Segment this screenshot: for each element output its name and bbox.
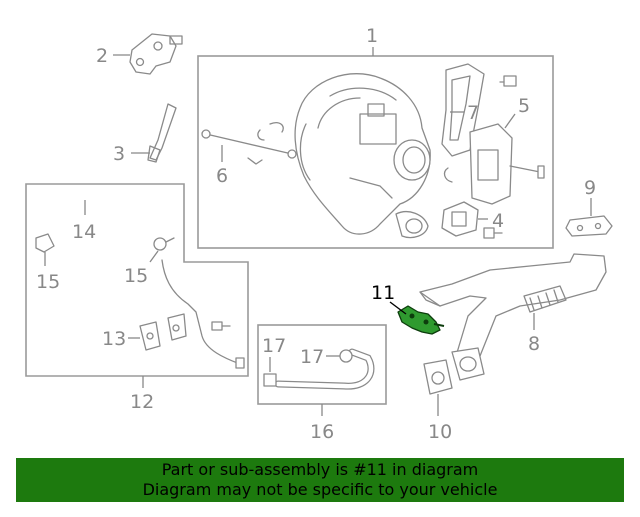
part-15-clamp-right[interactable] [153, 237, 175, 251]
part-3-strap[interactable] [147, 103, 177, 163]
part-15-clamp-left[interactable] [35, 233, 55, 253]
callout-3[interactable]: 3 [113, 143, 125, 165]
callout-4[interactable]: 4 [492, 210, 504, 232]
part-8-exhaust-pipe[interactable] [419, 253, 607, 381]
part-4-mount[interactable] [441, 201, 479, 237]
callout-10[interactable]: 10 [428, 421, 452, 443]
part-11-highlighted[interactable] [397, 305, 445, 335]
callout-5[interactable]: 5 [518, 95, 530, 117]
leader-11 [389, 301, 407, 315]
part-14-hose[interactable] [36, 193, 161, 231]
callout-15-right[interactable]: 15 [124, 265, 148, 287]
callout-6[interactable]: 6 [216, 165, 228, 187]
callout-9[interactable]: 9 [584, 177, 596, 199]
callout-12[interactable]: 12 [130, 391, 154, 413]
part-6-actuator-rod[interactable] [201, 122, 297, 165]
part-2-bracket[interactable] [129, 33, 183, 75]
part-16-hose[interactable] [274, 348, 375, 390]
group-box-1 [197, 55, 554, 249]
part-10-flange[interactable] [423, 359, 453, 395]
part-17-clamp-left[interactable] [263, 373, 277, 387]
part-9-bracket[interactable] [565, 215, 613, 237]
bolt-4[interactable] [483, 227, 503, 239]
callout-15-left[interactable]: 15 [36, 271, 60, 293]
callout-17-left[interactable]: 17 [262, 335, 286, 357]
callout-11[interactable]: 11 [371, 282, 395, 304]
part-5-actuator[interactable] [443, 123, 545, 205]
callout-1[interactable]: 1 [366, 25, 378, 47]
banner-line-2: Diagram may not be specific to your vehi… [142, 480, 498, 499]
callout-2[interactable]: 2 [96, 45, 108, 67]
part-17-clamp-right[interactable] [339, 349, 353, 363]
bolt-7[interactable] [499, 75, 517, 87]
group-box-12 [25, 183, 249, 377]
callout-16[interactable]: 16 [310, 421, 334, 443]
banner-line-1: Part or sub-assembly is #11 in diagram [161, 460, 479, 479]
callout-8[interactable]: 8 [528, 333, 540, 355]
callout-17-right[interactable]: 17 [300, 346, 324, 368]
callout-14[interactable]: 14 [72, 221, 96, 243]
part-13-oil-line[interactable] [139, 259, 245, 369]
info-banner: Part or sub-assembly is #11 in diagram D… [16, 458, 624, 502]
callout-13[interactable]: 13 [102, 328, 126, 350]
callout-7[interactable]: 7 [467, 102, 479, 124]
turbocharger[interactable] [294, 73, 431, 239]
